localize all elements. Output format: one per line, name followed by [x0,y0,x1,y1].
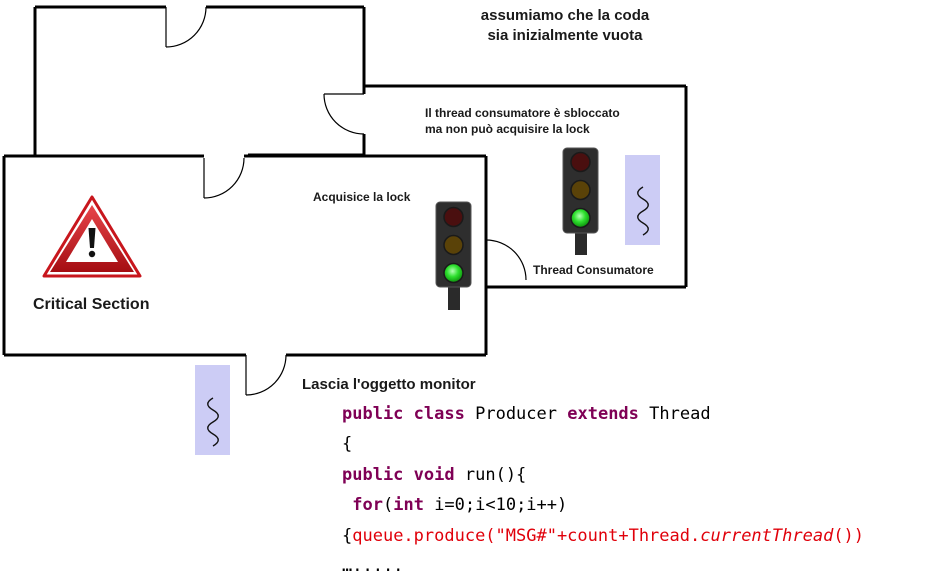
traffic-light-icon [562,147,599,255]
queue-note-line1: assumiamo che la coda [480,7,650,24]
code-line-3: public void run(){ [342,460,864,490]
code-call-method: currentThread [700,525,834,546]
queue-note: assumiamo che la coda sia inizialmente v… [430,6,700,46]
code-keyword: for [352,495,383,516]
code-identifier: Producer [475,404,557,424]
code-call-end: ()) [833,525,865,546]
consumer-note-line1: Il thread consumatore è sbloccato [425,106,620,120]
traffic-light-icon [435,201,472,310]
door-icon [165,6,207,48]
code-paren: ( [382,495,394,516]
consumer-note: Il thread consumatore è sbloccato ma non… [425,105,620,137]
thread-wave-icon [625,155,660,245]
code-brace: { [342,525,353,546]
code-line-4: for(int i=0;i<10;i++) [342,490,864,520]
code-brace: { [342,434,353,455]
code-line-6: …..... [342,551,864,581]
consumer-note-line2: ma non può acquisire la lock [425,122,590,136]
thread-wave-icon [195,365,230,455]
code-line-5: {queue.produce("MSG#"+count+Thread.curre… [342,521,864,551]
door-icon [203,157,245,199]
door-icon [245,354,287,396]
code-keyword: void [413,464,455,485]
code-keyword: public [342,404,404,424]
code-line-1: public class Producer extends Thread [342,399,864,429]
code-call: queue.produce("MSG#"+count+Thread. [352,525,701,546]
code-identifier: Thread [649,404,711,424]
code-line-2: { [342,429,864,459]
code-keyword: extends [567,404,639,424]
door-icon [323,93,365,135]
code-snippet: public class Producer extends Thread { pub… [342,399,864,581]
warning-triangle-icon [42,195,142,278]
queue-note-line2: sia inizialmente vuota [487,27,643,44]
door-icon [485,239,527,281]
code-identifier: i=0;i<10;i++) [434,495,568,516]
acquire-lock-label: Acquisice la lock [313,190,411,204]
consumer-thread-label: Thread Consumatore [533,263,654,277]
code-identifier: run(){ [464,464,527,485]
code-ellipsis: …..... [342,555,404,576]
code-keyword: public [342,464,404,485]
critical-section-room [2,154,488,357]
release-monitor-label: Lascia l'oggetto monitor [302,376,476,393]
code-keyword: int [393,495,424,516]
critical-section-label: Critical Section [33,296,150,313]
consumer-room [364,84,688,289]
code-keyword: class [413,404,465,424]
